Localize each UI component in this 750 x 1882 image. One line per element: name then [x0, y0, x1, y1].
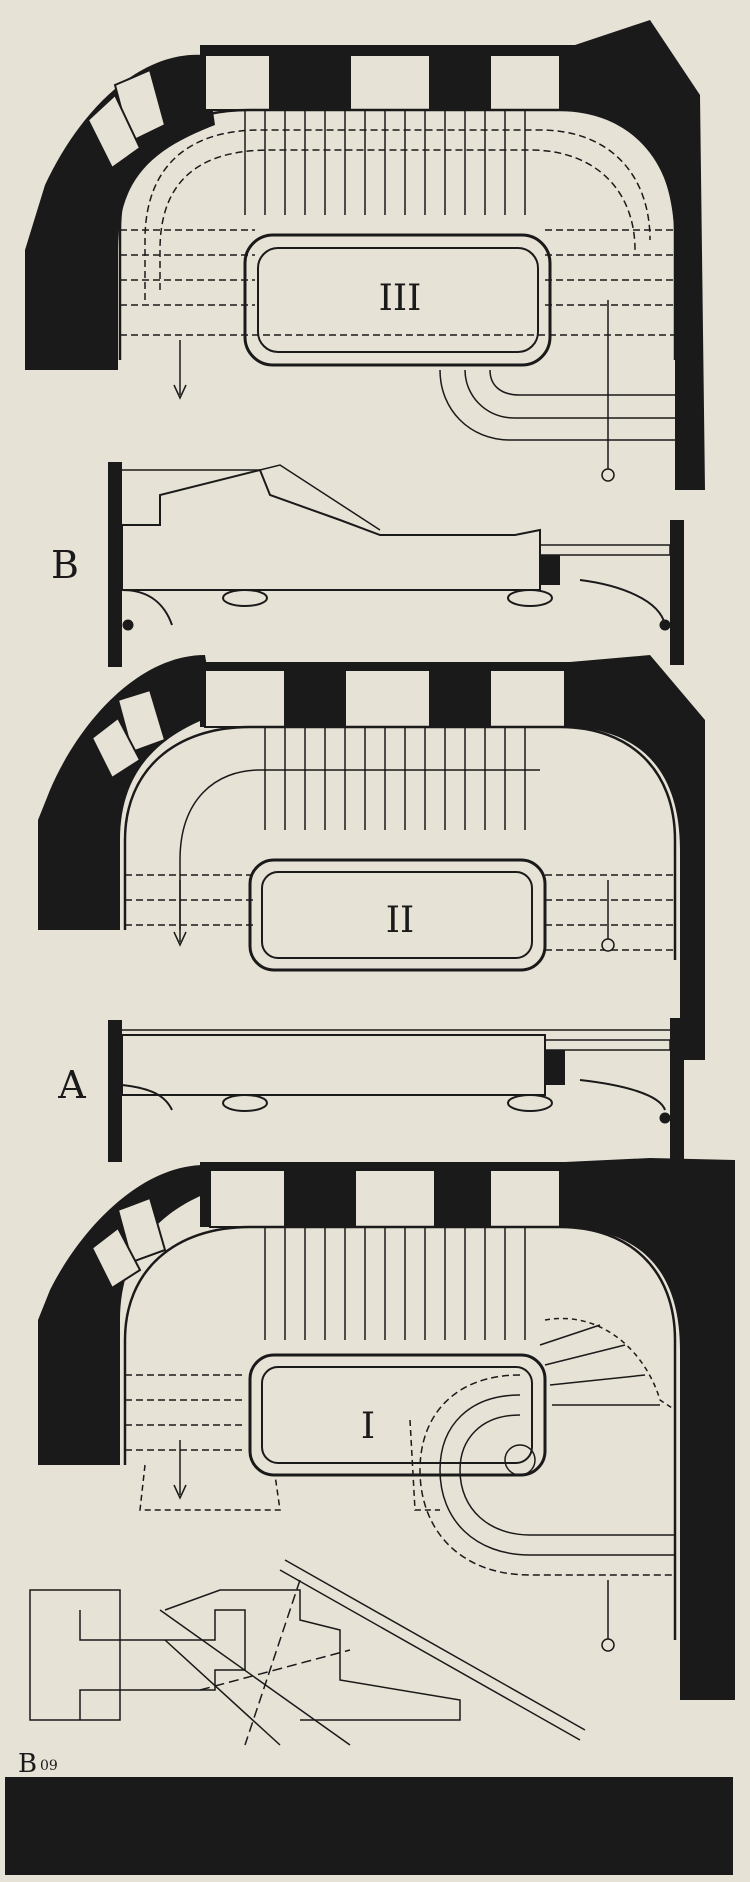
plan-i-wall-right: [565, 1158, 735, 1700]
section-a-corbel-right: [659, 1112, 671, 1124]
section-b-landing: [539, 544, 671, 556]
section-b-newel-2: [507, 589, 553, 607]
detail-rail-4: [164, 1639, 281, 1746]
plan-iii-well-outer: [243, 233, 552, 367]
plan-i-window-1: [209, 1169, 286, 1228]
plan-ii-window-2: [344, 669, 431, 728]
plan-i-dashed-outline: [139, 1419, 440, 1511]
plan-ii-treads-top: [264, 727, 526, 830]
section-a-newel-2: [507, 1094, 553, 1112]
plan-iii-dash-1: [144, 129, 651, 300]
plan-iii-window-2: [349, 54, 431, 111]
plan-i-wall-left: [38, 1165, 215, 1465]
plan-iii-wall-right: [575, 20, 705, 490]
section-a: A: [57, 1018, 684, 1162]
section-a-arch-left: [121, 1084, 173, 1111]
section-a-label: A: [57, 1063, 86, 1107]
plan-i-post-icon: [601, 1638, 615, 1652]
plan-iii-dash-2: [159, 149, 636, 290]
plan-i-well-inner: [261, 1366, 533, 1464]
detail-axis-2: [199, 1649, 351, 1691]
section-a-wall-left: [108, 1020, 122, 1162]
section-a-landing: [544, 1039, 671, 1051]
plan-iii-treads-top: [244, 110, 526, 215]
plan-iii-label: III: [379, 278, 422, 319]
plan-iii-treads-side: [120, 229, 675, 336]
plan-i-well-outer: [248, 1353, 547, 1477]
plan-i-window-3: [489, 1169, 561, 1228]
plan-iii-post-icon: [601, 468, 615, 482]
detail-rail-3: [159, 1609, 351, 1746]
detail-newel-profile: [79, 1609, 246, 1720]
plan-i-treads-top: [264, 1227, 526, 1340]
detail-drawing: [29, 1559, 586, 1746]
plan-i-treads-side: [125, 1374, 245, 1451]
plan-ii-window-3: [489, 669, 566, 728]
plan-i-window-2: [354, 1169, 436, 1228]
section-b: B: [51, 462, 684, 667]
plan-i-arrow-icon: [173, 1484, 187, 1500]
plan-ii-wall-right: [570, 655, 705, 1060]
plan-ii-well-outer: [248, 858, 547, 972]
plan-ii-dash-1: [179, 769, 540, 930]
section-b-label: B: [51, 543, 79, 587]
plan-ii: II: [38, 655, 705, 1060]
section-b-newel-1: [222, 589, 268, 607]
detail-newel-plan: [29, 1589, 121, 1721]
plan-iii-window-3: [489, 54, 561, 111]
section-b-arch-right: [579, 579, 666, 626]
plan-i-arc-block-2: [90, 1226, 142, 1290]
section-a-newel-1: [222, 1094, 268, 1112]
bottom-wall-band: [5, 1777, 733, 1875]
plan-iii-well-inner: [257, 247, 539, 353]
plan-ii-arrow-icon: [173, 931, 187, 947]
plan-ii-well-inner: [261, 871, 533, 959]
plan-ii-arc-block-2: [90, 716, 142, 780]
section-b-arch-left: [121, 589, 173, 626]
plan-ii-window-1: [204, 669, 286, 728]
section-b-landing-block: [540, 555, 560, 585]
plan-ii-label: II: [386, 900, 414, 941]
detail-rail-2: [279, 1569, 581, 1741]
plan-iii-arc-block-2: [86, 93, 142, 170]
plan-ii-post-icon: [601, 938, 615, 952]
plan-i: I: [38, 1158, 735, 1700]
detail-axis-1: [244, 1579, 301, 1746]
section-b-corbel-right: [659, 619, 671, 631]
plan-iii-curved-treads: [439, 369, 675, 441]
section-a-arch-right: [579, 1079, 666, 1111]
artist-year: 09: [40, 1758, 58, 1774]
plan-i-label: I: [361, 1406, 375, 1447]
plan-ii-wall-left: [38, 655, 215, 930]
section-a-landing-block: [545, 1050, 565, 1085]
section-a-stringer: [121, 1034, 546, 1096]
artist-monogram: B: [18, 1749, 37, 1779]
section-b-wall-right: [670, 520, 684, 665]
plan-i-spiral-treads: [419, 1317, 676, 1576]
detail-handrail-profile: [164, 1589, 461, 1721]
section-b-stringer: [121, 468, 541, 591]
plan-iii-arrow-icon: [173, 384, 187, 400]
section-b-wall-left: [108, 462, 122, 667]
section-b-corbel-left: [122, 619, 134, 631]
section-a-wall-right: [670, 1018, 684, 1160]
section-b-rail: [122, 464, 381, 531]
plan-iii-window-1: [204, 54, 271, 111]
plan-iii: III: [25, 20, 705, 490]
detail-rail-1: [284, 1559, 586, 1731]
